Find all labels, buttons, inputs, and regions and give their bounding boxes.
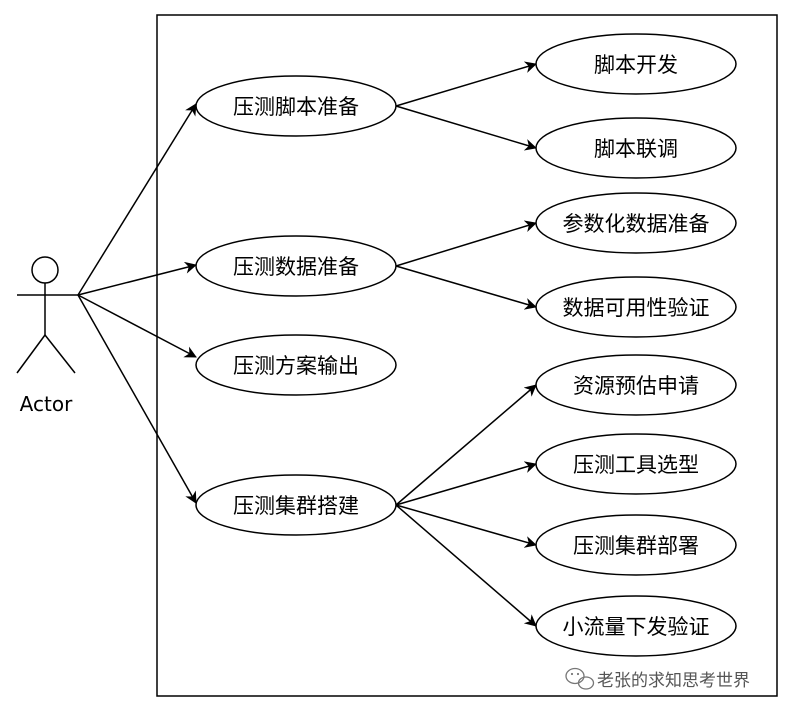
- connector-uc4-s8: [395, 504, 537, 627]
- actor-connectors: [77, 103, 197, 504]
- sub-case-s2: 脚本联调: [535, 117, 737, 179]
- connector-actor-uc4: [77, 294, 197, 504]
- sub-case-s8: 小流量下发验证: [535, 595, 737, 657]
- actor-figure: [16, 256, 78, 374]
- connector-actor-uc3: [77, 294, 197, 358]
- connector-uc2-s4: [395, 265, 537, 310]
- connector-uc2-s3: [395, 220, 537, 267]
- sub-case-label: 脚本开发: [594, 53, 678, 77]
- use-case-label: 压测数据准备: [233, 255, 359, 279]
- sub-case-label: 参数化数据准备: [563, 212, 710, 236]
- sub-case-s1: 脚本开发: [535, 33, 737, 95]
- system-boundary: [156, 14, 778, 697]
- sub-connectors: [395, 61, 537, 627]
- connector-actor-uc1: [77, 103, 197, 296]
- use-case-uc2: 压测数据准备: [195, 235, 397, 297]
- use-case-label: 压测方案输出: [233, 354, 359, 378]
- connector-uc4-s7: [395, 504, 537, 548]
- sub-case-label: 压测集群部署: [573, 534, 699, 558]
- use-case-uc3: 压测方案输出: [195, 334, 397, 396]
- use-case-uc4: 压测集群搭建: [195, 474, 397, 536]
- sub-case-s5: 资源预估申请: [535, 354, 737, 416]
- use-case-label: 压测集群搭建: [233, 494, 359, 518]
- connector-actor-uc2: [77, 261, 197, 296]
- sub-case-label: 资源预估申请: [573, 374, 699, 398]
- actor-label: Actor: [20, 392, 73, 416]
- sub-case-label: 数据可用性验证: [563, 296, 710, 320]
- connector-uc4-s5: [395, 384, 537, 506]
- watermark: 老张的求知思考世界: [565, 667, 750, 691]
- sub-case-s3: 参数化数据准备: [535, 192, 737, 254]
- use-case-uc1: 压测脚本准备: [195, 75, 397, 137]
- connector-uc4-s6: [395, 461, 537, 506]
- wechat-icon: [565, 667, 595, 690]
- watermark-text: 老张的求知思考世界: [597, 671, 750, 691]
- sub-case-s6: 压测工具选型: [535, 433, 737, 495]
- connector-uc1-s2: [395, 105, 537, 151]
- connector-uc1-s1: [395, 61, 537, 107]
- sub-case-label: 小流量下发验证: [563, 615, 710, 639]
- sub-case-label: 压测工具选型: [573, 453, 699, 477]
- sub-case-s4: 数据可用性验证: [535, 276, 737, 338]
- sub-case-s7: 压测集群部署: [535, 514, 737, 576]
- use-case-label: 压测脚本准备: [233, 95, 359, 119]
- sub-case-label: 脚本联调: [594, 137, 678, 161]
